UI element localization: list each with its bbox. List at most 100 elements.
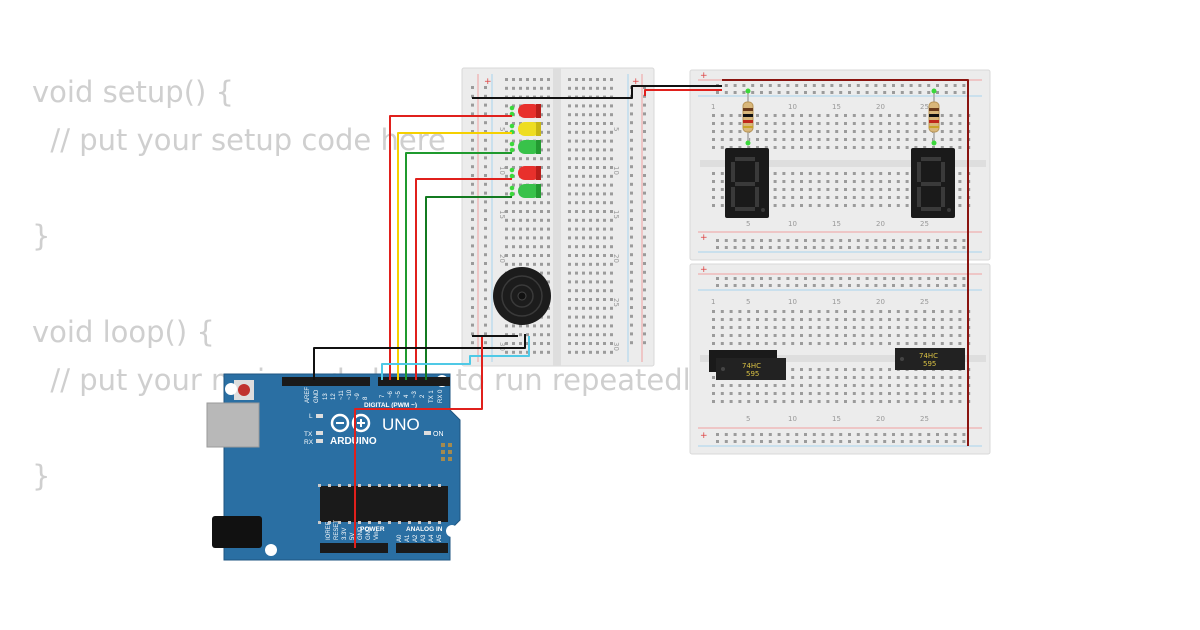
breadboard-hole[interactable] [914, 392, 918, 395]
breadboard-hole[interactable] [610, 130, 613, 134]
breadboard-hole[interactable] [791, 204, 795, 207]
breadboard-hole[interactable] [643, 200, 646, 204]
breadboard-hole[interactable] [484, 314, 487, 318]
breadboard-hole[interactable] [575, 104, 578, 108]
breadboard-hole[interactable] [589, 166, 592, 169]
breadboard-hole[interactable] [547, 306, 550, 310]
breadboard-hole[interactable] [839, 440, 843, 443]
breadboard-hole[interactable] [879, 122, 883, 125]
breadboard-hole[interactable] [870, 400, 874, 403]
breadboard-hole[interactable] [870, 196, 874, 199]
breadboard-hole[interactable] [630, 226, 633, 230]
breadboard-hole[interactable] [720, 334, 724, 337]
breadboard-hole[interactable] [603, 183, 606, 187]
breadboard-hole[interactable] [575, 227, 578, 231]
breadboard-hole[interactable] [848, 84, 851, 87]
breadboard-hole[interactable] [944, 284, 948, 287]
breadboard-hole[interactable] [949, 400, 953, 403]
breadboard-hole[interactable] [575, 148, 578, 152]
breadboard-hole[interactable] [773, 180, 777, 183]
breadboard-hole[interactable] [471, 306, 474, 309]
breadboard-hole[interactable] [817, 204, 821, 207]
breadboard-hole[interactable] [892, 284, 895, 287]
breadboard-hole[interactable] [940, 334, 944, 337]
breadboard-hole[interactable] [932, 318, 935, 321]
breadboard-hole[interactable] [519, 122, 522, 125]
breadboard-hole[interactable] [484, 200, 487, 204]
breadboard-hole[interactable] [643, 112, 646, 116]
breadboard-hole[interactable] [603, 192, 606, 196]
breadboard-hole[interactable] [773, 146, 777, 149]
breadboard-hole[interactable] [575, 157, 578, 161]
breadboard-hole[interactable] [800, 146, 803, 149]
breadboard-hole[interactable] [603, 271, 606, 275]
breadboard-hole[interactable] [596, 227, 599, 231]
breadboard-hole[interactable] [817, 130, 821, 133]
breadboard-hole[interactable] [962, 433, 966, 436]
breadboard-hole[interactable] [519, 218, 522, 222]
breadboard-hole[interactable] [630, 174, 633, 177]
breadboard-hole[interactable] [471, 218, 474, 221]
breadboard-hole[interactable] [888, 318, 891, 321]
breadboard-hole[interactable] [927, 284, 931, 287]
breadboard-hole[interactable] [808, 180, 812, 183]
breadboard-hole[interactable] [575, 236, 578, 240]
breadboard-hole[interactable] [764, 326, 768, 329]
breadboard-hole[interactable] [892, 277, 895, 280]
breadboard-hole[interactable] [914, 326, 918, 329]
breadboard-hole[interactable] [909, 433, 913, 436]
breadboard-hole[interactable] [712, 334, 715, 337]
breadboard-hole[interactable] [892, 239, 895, 242]
breadboard-hole[interactable] [962, 91, 966, 94]
breadboard-hole[interactable] [716, 239, 719, 242]
breadboard-hole[interactable] [582, 271, 585, 275]
breadboard-hole[interactable] [944, 440, 948, 443]
breadboard-hole[interactable] [547, 254, 550, 257]
breadboard-hole[interactable] [747, 384, 751, 387]
breadboard-hole[interactable] [582, 86, 585, 90]
wire-green-led5[interactable] [425, 196, 512, 380]
breadboard-hole[interactable] [844, 114, 847, 117]
breadboard-hole[interactable] [918, 284, 922, 287]
breadboard-hole[interactable] [471, 297, 474, 301]
breadboard-hole[interactable] [800, 188, 803, 191]
breadboard-hole[interactable] [582, 324, 585, 328]
breadboard-hole[interactable] [533, 254, 536, 257]
breadboard-hole[interactable] [603, 333, 606, 337]
breadboard-hole[interactable] [603, 298, 606, 301]
breadboard-hole[interactable] [953, 239, 957, 242]
breadboard-hole[interactable] [791, 130, 795, 133]
breadboard-hole[interactable] [835, 326, 839, 329]
seven-segment-display[interactable] [911, 148, 955, 218]
breadboard-hole[interactable] [900, 246, 904, 249]
breadboard-hole[interactable] [791, 138, 795, 141]
breadboard-hole[interactable] [575, 350, 578, 354]
breadboard-hole[interactable] [575, 324, 578, 328]
breadboard-hole[interactable] [512, 78, 515, 81]
breadboard-hole[interactable] [949, 318, 953, 321]
breadboard-hole[interactable] [865, 277, 869, 280]
breadboard-hole[interactable] [760, 246, 763, 249]
breadboard-hole[interactable] [729, 334, 733, 337]
breadboard-hole[interactable] [773, 334, 777, 337]
breadboard-hole[interactable] [804, 440, 807, 443]
breadboard-hole[interactable] [589, 210, 592, 213]
breadboard-hole[interactable] [575, 174, 578, 178]
breadboard-hole[interactable] [844, 204, 847, 207]
breadboard-hole[interactable] [596, 236, 599, 240]
breadboard-hole[interactable] [547, 333, 550, 337]
breadboard-hole[interactable] [643, 182, 646, 186]
breadboard-hole[interactable] [505, 192, 508, 196]
breadboard-hole[interactable] [610, 280, 613, 284]
breadboard-hole[interactable] [596, 289, 599, 293]
breadboard-hole[interactable] [786, 91, 790, 94]
breadboard-hole[interactable] [791, 172, 795, 175]
breadboard-hole[interactable] [596, 280, 599, 284]
breadboard-hole[interactable] [932, 376, 935, 379]
breadboard-hole[interactable] [888, 122, 891, 125]
breadboard-hole[interactable] [830, 84, 834, 87]
breadboard-hole[interactable] [484, 297, 487, 301]
breadboard-hole[interactable] [751, 246, 755, 249]
breadboard-hole[interactable] [870, 138, 874, 141]
